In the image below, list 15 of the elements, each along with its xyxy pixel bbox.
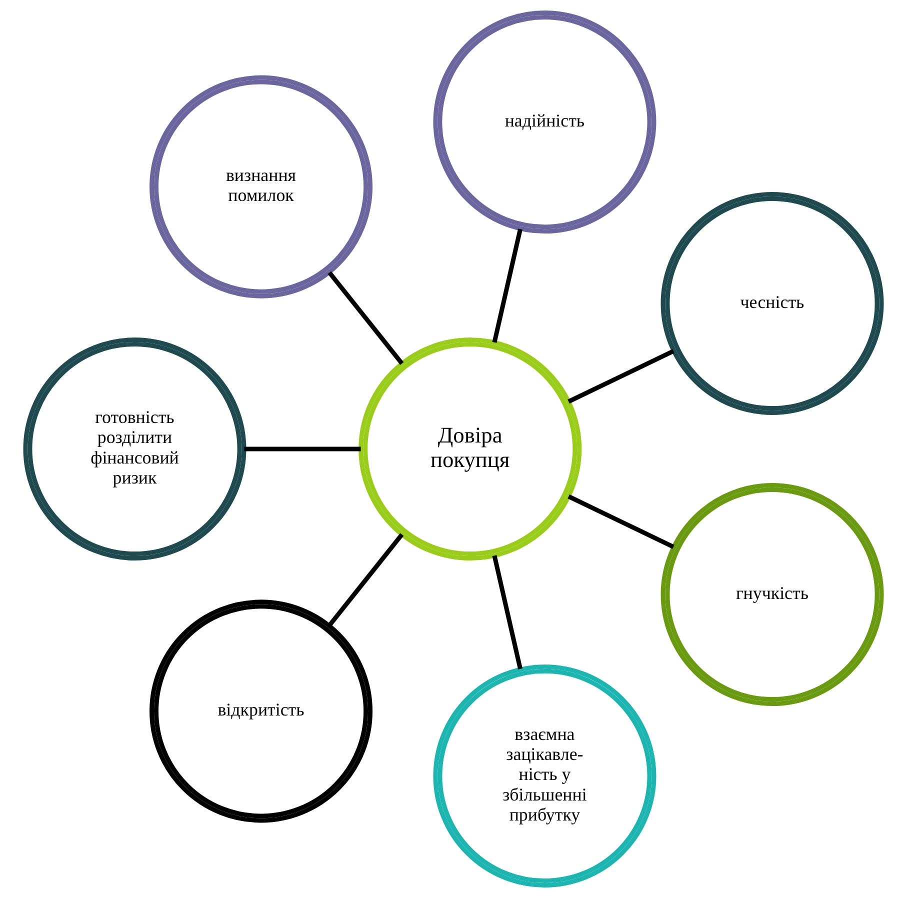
node-circle: відкритість <box>149 600 372 823</box>
node-circle: гнучкість <box>660 483 884 706</box>
node-circle: готовність розділити фінансовий ризик <box>22 338 246 560</box>
connector <box>492 228 522 343</box>
connector <box>492 555 522 670</box>
node-circle: чесність <box>660 192 884 415</box>
connector <box>567 349 674 404</box>
connector <box>327 271 404 365</box>
connector <box>567 494 674 549</box>
connector <box>327 533 404 627</box>
node-circle: Довіра покупця <box>358 338 582 560</box>
node-circle: взаємна зацікавле- ність у збільшенні прибутку <box>432 664 656 888</box>
connector <box>244 446 360 452</box>
node-circle: визнання помилок <box>149 75 372 298</box>
node-circle: надійність <box>432 10 656 234</box>
